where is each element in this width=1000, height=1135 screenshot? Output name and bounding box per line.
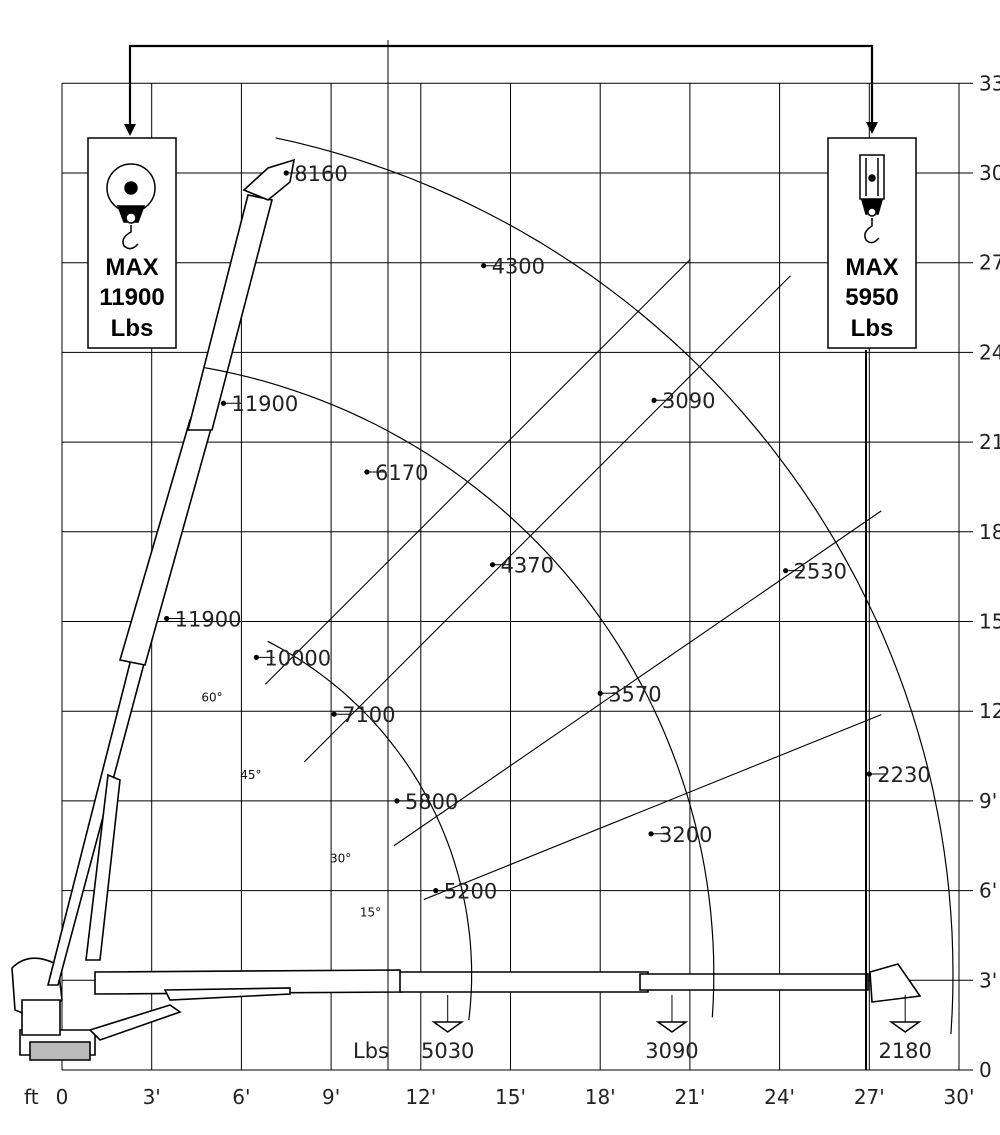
load-point-label: 11900 [175, 608, 242, 632]
x-tick-label: 18' [585, 1085, 616, 1109]
y-tick-label: 18' [979, 520, 1000, 544]
load-point-label: 8160 [294, 162, 347, 186]
y-tick-label: 6' [979, 879, 997, 903]
horizontal-link [163, 987, 291, 1001]
y-tick-label: 33' [979, 71, 1000, 95]
angle-label: 45° [240, 768, 261, 782]
ground-load-label: 2180 [878, 1039, 931, 1063]
y-tick-label: 0 [979, 1058, 992, 1082]
x-tick-label: 27' [854, 1085, 885, 1109]
load-point-label: 3200 [659, 823, 712, 847]
load-point-label: 3570 [608, 682, 661, 706]
hook-box-right-line3: Lbs [851, 315, 894, 342]
double-sheave-hook-icon [106, 163, 156, 250]
x-tick-label: 6' [232, 1085, 250, 1109]
load-point-marker [220, 400, 227, 406]
y-tick-label: 27' [979, 251, 1000, 275]
load-point-label: 11900 [231, 392, 298, 416]
x-tick-label: 21' [674, 1085, 705, 1109]
ground-load-arrow-icon [888, 1021, 922, 1033]
crane-illustration [11, 158, 922, 1061]
hook-box-right-line2: 5950 [845, 284, 898, 311]
arrow-down-icon [866, 122, 878, 134]
load-point-label: 2530 [794, 560, 847, 584]
horizontal-boom-3 [639, 973, 869, 991]
load-point-label: 7100 [342, 703, 395, 727]
y-tick-label: 30' [979, 161, 1000, 185]
boom-section-3 [186, 194, 273, 431]
load-curve-outer [275, 137, 954, 1035]
x-tick-label: 0 [56, 1085, 69, 1109]
hook-box-left: MAX 11900 Lbs [87, 137, 177, 349]
angle-rays: 60° 45° 30° 15° [201, 259, 882, 920]
hook-box-right-line1: MAX [845, 254, 898, 281]
ground-load-label: 3090 [645, 1039, 698, 1063]
hook-box-left-line3: Lbs [111, 315, 154, 342]
hook-box-right: MAX 5950 Lbs [827, 137, 917, 349]
hoist-line-top [128, 44, 874, 130]
y-tick-label: 21' [979, 430, 1000, 454]
x-tick-label: 15' [495, 1085, 526, 1109]
ground-load-label: 5030 [421, 1039, 474, 1063]
load-curve-middle [204, 367, 715, 1018]
angle-ray [423, 714, 882, 901]
angle-label: 15° [360, 906, 381, 920]
ground-load-arrow-icon [655, 1021, 689, 1033]
angle-label: 30° [330, 852, 351, 866]
horizontal-cylinder [88, 1004, 182, 1041]
load-curves [204, 137, 954, 1035]
x-axis-unit: ft [24, 1085, 39, 1109]
load-curve-inner [267, 640, 473, 1020]
y-tick-label: 3' [979, 968, 997, 992]
load-point-label: 10000 [264, 646, 331, 670]
load-point-label: 4300 [492, 255, 545, 279]
hook-box-left-line1: MAX [105, 254, 158, 281]
load-points: 8160 11900 11900 4300 3090 6170 4370 2530 10000 7… [164, 162, 931, 904]
lift-cylinder [85, 773, 121, 961]
hoist-lines [124, 40, 878, 1070]
load-point-label: 3090 [662, 389, 715, 413]
x-tick-label: 3' [143, 1085, 161, 1109]
crane-turret-body [21, 999, 61, 1036]
y-tick-label: 12' [979, 699, 1000, 723]
horizontal-boom-tip [869, 963, 922, 1003]
angle-ray [264, 259, 691, 685]
y-tick-label: 24' [979, 340, 1000, 364]
horizontal-boom-2 [399, 971, 649, 993]
ground-load-unit: Lbs [353, 1039, 389, 1063]
angle-ray [393, 510, 882, 847]
ground-loads: 5030 3090 2180 [421, 995, 932, 1063]
single-line-hook-icon [859, 154, 885, 244]
ground-load-arrow-icon [431, 1021, 465, 1033]
arrow-down-icon [124, 124, 136, 136]
x-tick-label: 30' [944, 1085, 975, 1109]
load-point-label: 5800 [405, 790, 458, 814]
x-tick-label: 9' [322, 1085, 340, 1109]
hook-box-left-line2: 11900 [99, 284, 164, 311]
load-point-label: 5200 [444, 880, 497, 904]
boom-tip [242, 158, 296, 201]
load-point-label: 6170 [375, 461, 428, 485]
x-tick-label: 12' [405, 1085, 436, 1109]
angle-ray [303, 275, 791, 763]
angle-label: 60° [201, 690, 222, 704]
y-tick-label: 9' [979, 789, 997, 813]
x-tick-label: 24' [764, 1085, 795, 1109]
y-tick-label: 15' [979, 610, 1000, 634]
load-point-label: 2230 [877, 763, 930, 787]
axis-ticks: 03'6'9'12'15'18'21'24'27'30'03'6'9'12'15… [56, 71, 1000, 1109]
load-point-label: 4370 [501, 554, 554, 578]
crane-base-flange [29, 1041, 91, 1061]
